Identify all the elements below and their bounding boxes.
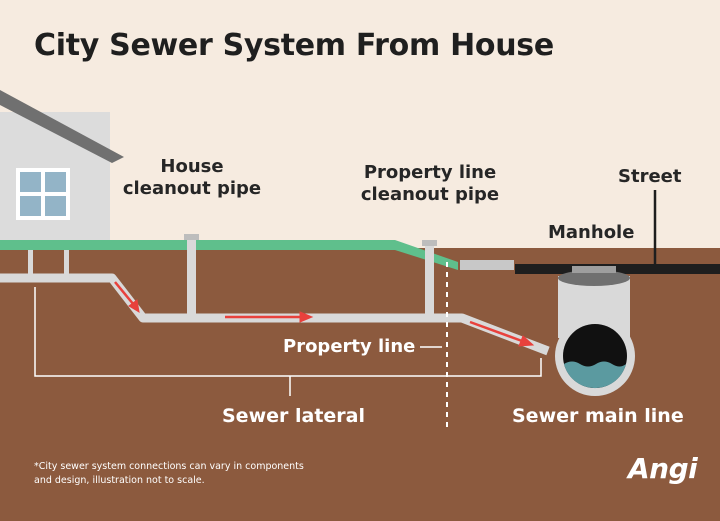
flow-arrow-head	[518, 335, 535, 347]
house-cleanout-pipe	[187, 238, 196, 318]
grass	[0, 240, 458, 270]
manhole-cover	[572, 266, 616, 273]
main-line-water	[564, 361, 626, 389]
street-surface	[515, 264, 720, 274]
house-cleanout-pipe-label: House cleanout pipe	[112, 156, 272, 199]
page-title: City Sewer System From House	[34, 28, 554, 63]
house	[0, 90, 124, 242]
flow-arrow-head	[128, 299, 140, 313]
house-roof	[0, 90, 124, 163]
sewer-lateral-bracket	[34, 287, 542, 377]
flow-arrow	[114, 281, 135, 306]
street-label: Street	[618, 166, 682, 187]
flow-arrow	[469, 320, 523, 343]
house-window-glass	[45, 172, 66, 192]
house-window-glass	[45, 196, 66, 216]
house-window-glass	[20, 172, 41, 192]
manhole-label: Manhole	[548, 222, 635, 243]
property-line-cleanout-pipe	[425, 244, 434, 318]
property-line-cleanout-pipe-label: Property line cleanout pipe	[350, 162, 510, 205]
footnote: *City sewer system connections can vary …	[34, 461, 304, 486]
sewer-lateral-label: Sewer lateral	[222, 405, 366, 427]
sidewalk	[460, 260, 514, 270]
property-line-cleanout-cap	[422, 240, 437, 246]
flow-arrows	[114, 281, 535, 347]
sewer-main-line-label: Sewer main line	[512, 405, 684, 427]
sewer-main-line-pipe	[555, 316, 635, 396]
manhole-top	[558, 270, 630, 286]
property-line-cleanout-pipe-label-text: Property line cleanout pipe	[360, 162, 500, 205]
house-window-glass	[20, 196, 41, 216]
flow-arrow-head	[299, 311, 314, 323]
angi-logo: Angi	[628, 452, 698, 485]
foundation-post	[64, 250, 69, 275]
house-cleanout-pipe-label-text: House cleanout pipe	[122, 156, 262, 199]
house-cleanout-cap	[184, 234, 199, 240]
property-line-label: Property line	[283, 336, 416, 357]
foundation-post	[28, 250, 33, 275]
